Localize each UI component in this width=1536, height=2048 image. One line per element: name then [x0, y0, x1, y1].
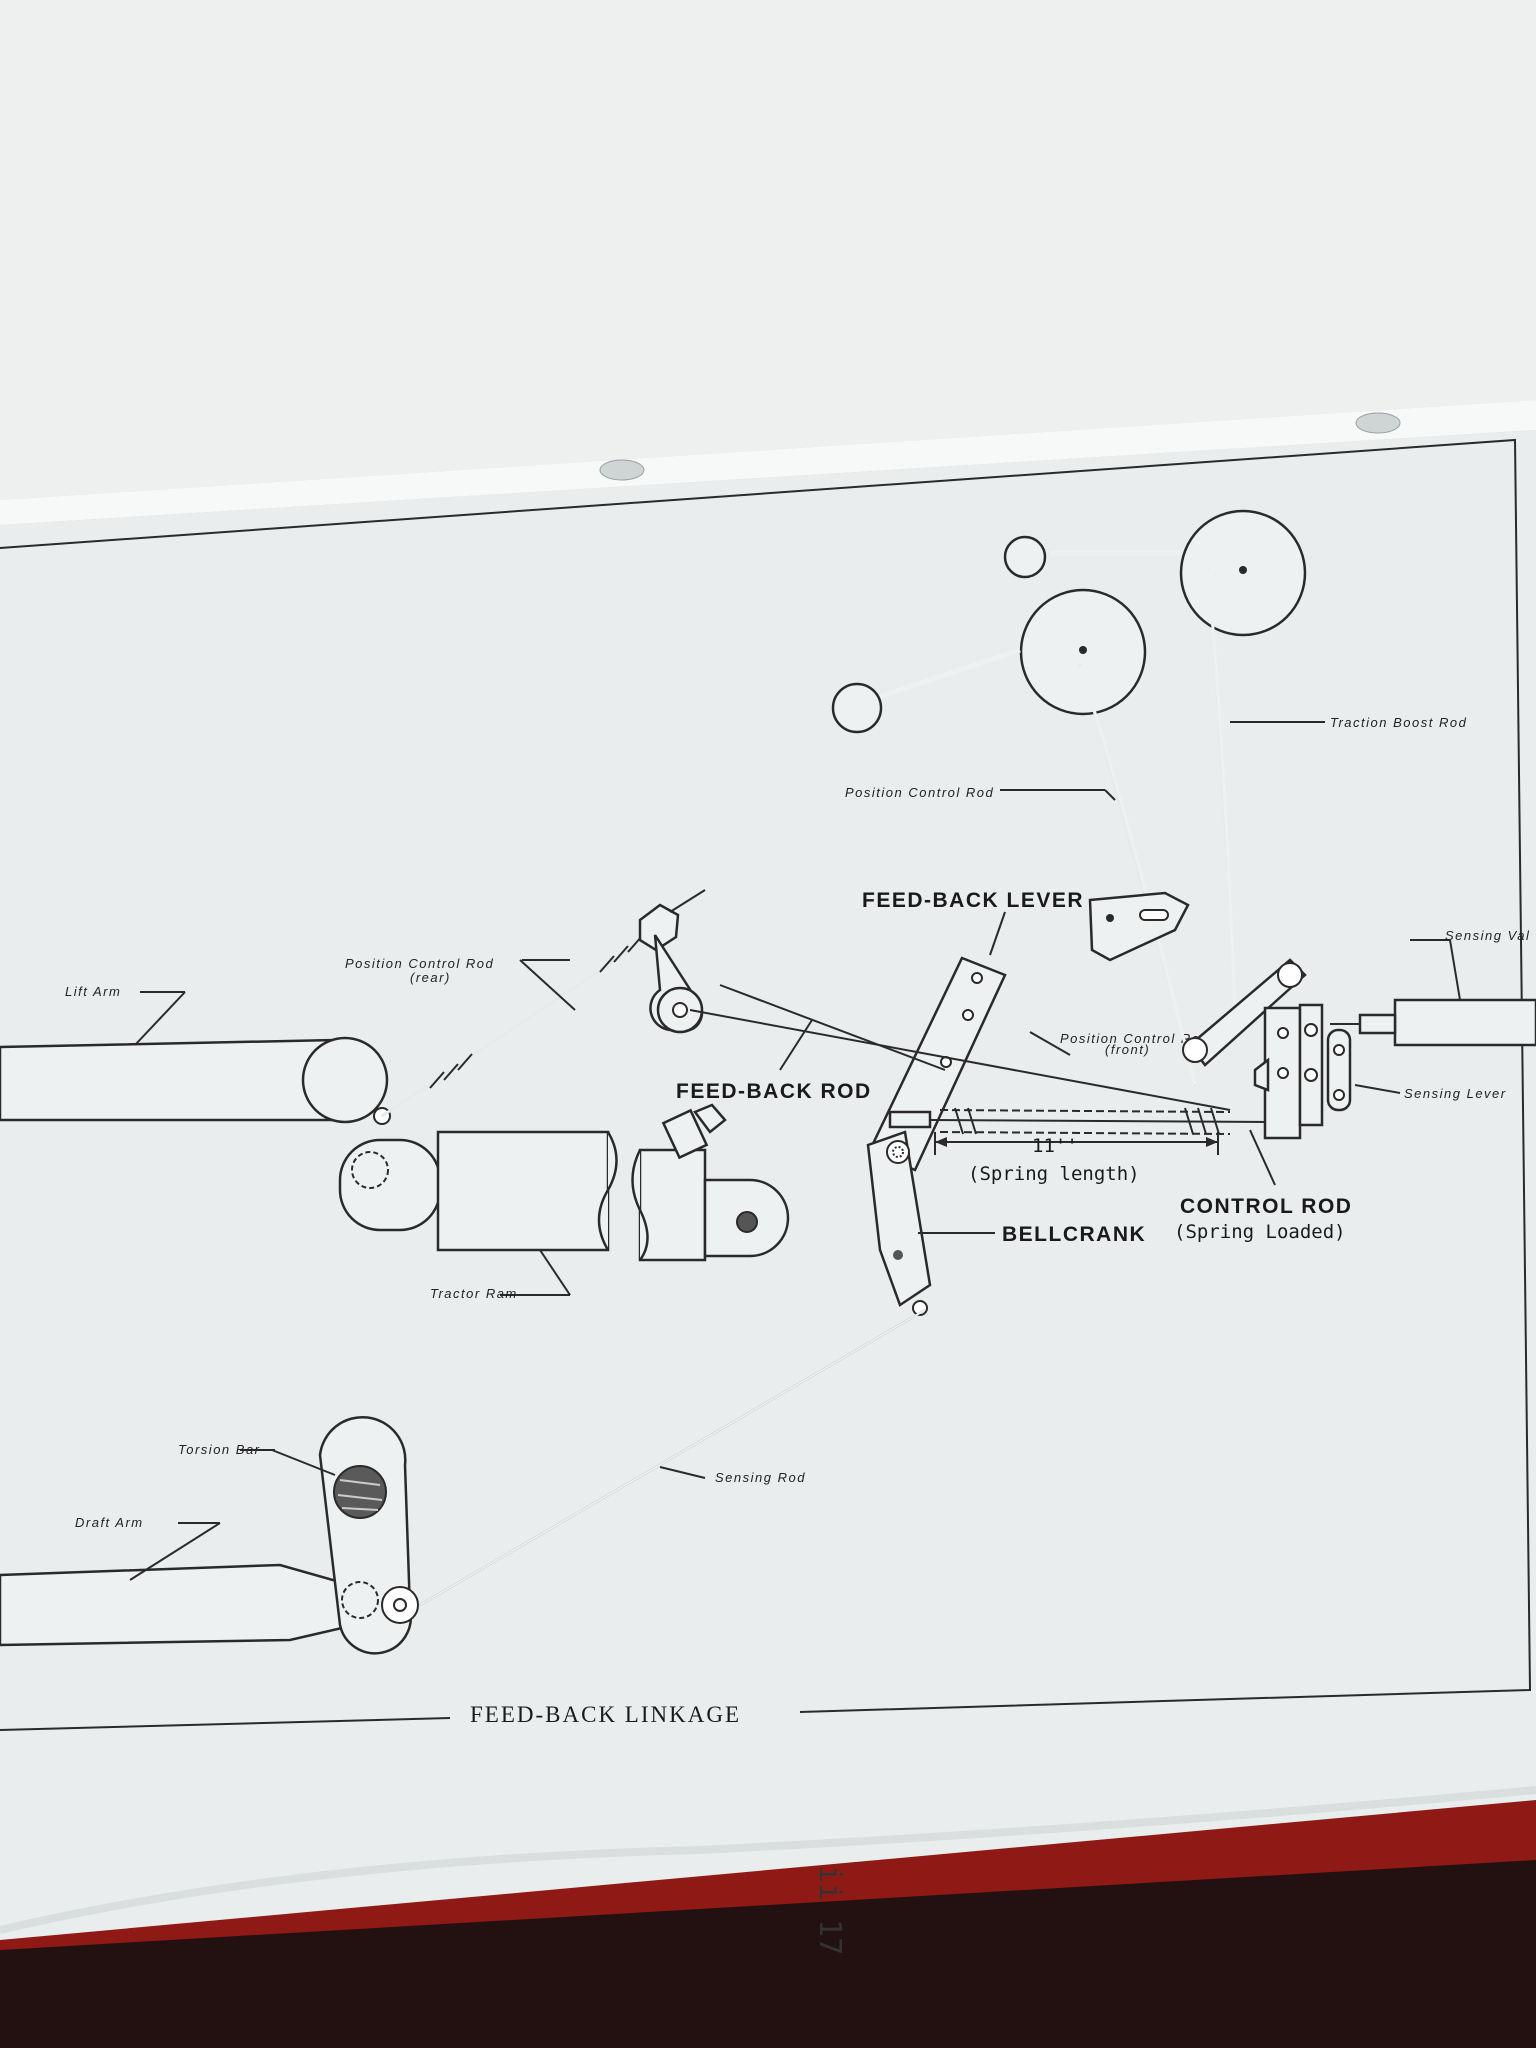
position-control-rod-front — [689, 1009, 1231, 1111]
draft-arm — [0, 1416, 419, 1655]
label-lift-arm: Lift Arm — [65, 984, 121, 999]
leader-sensing-valve — [1449, 939, 1461, 1001]
leader-pcr-top-2 — [1104, 789, 1116, 801]
label-sensing-rod: Sensing Rod — [715, 1470, 806, 1485]
mounting-plate — [1088, 891, 1190, 962]
position-control-lever — [831, 588, 1147, 734]
page-edge — [0, 400, 1536, 525]
binder-hole-2 — [1355, 412, 1401, 434]
leader-tractor-ram — [539, 1249, 571, 1296]
label-bellcrank: BELLCRANK — [1002, 1223, 1146, 1246]
label-draft-arm: Draft Arm — [75, 1515, 144, 1530]
page-curl — [0, 1786, 1536, 1934]
diagram-frame-bottom-left — [0, 1717, 451, 1731]
rear-pivot-block — [649, 934, 704, 1034]
control-rod — [888, 1107, 1281, 1135]
leader-sensing-lever — [1354, 1084, 1401, 1094]
label-spring-length: (Spring length) — [968, 1163, 1140, 1185]
label-sensing-valve: Sensing Val — [1445, 928, 1530, 943]
feed-back-rod — [719, 984, 946, 1071]
label-position-control-rod-rear-sub: (rear) — [410, 970, 451, 985]
tractor-ram — [338, 1103, 790, 1262]
label-position-control-rod-rear: Position Control Rod — [345, 956, 494, 971]
label-position-control-rod-top: Position Control Rod — [845, 785, 994, 800]
label-tractor-ram: Tractor Ram — [430, 1286, 518, 1301]
binder-hole-1 — [599, 459, 645, 481]
label-control-rod-sub: (Spring Loaded) — [1174, 1221, 1346, 1243]
position-control-rod-rear — [381, 889, 706, 1118]
leader-lift-arm-2 — [134, 991, 186, 1046]
dark-floor — [0, 1860, 1536, 2048]
leader-torsion-bar — [271, 1449, 336, 1476]
lift-arm — [0, 1036, 391, 1125]
label-control-rod: CONTROL ROD — [1180, 1195, 1352, 1218]
label-spring-length-value: 11'' — [1032, 1135, 1078, 1157]
sensing-linkage — [1182, 958, 1324, 1140]
sensing-lever — [1326, 1028, 1352, 1112]
label-torsion-bar: Torsion Bar — [178, 1442, 261, 1457]
sensing-valve — [1330, 998, 1536, 1047]
diagram-caption: FEED-BACK LINKAGE — [470, 1702, 741, 1727]
leader-sensing-rod — [659, 1466, 706, 1479]
label-sensing-lever: Sensing Lever — [1404, 1086, 1507, 1101]
leader-pcr-rear-2 — [519, 959, 576, 1011]
torsion-bar — [333, 1465, 387, 1519]
diagram-frame — [0, 438, 1532, 1713]
leader-feed-back-rod — [779, 1019, 813, 1071]
leader-control-rod — [1249, 1129, 1276, 1186]
upper-page — [0, 0, 1536, 500]
label-feed-back-lever: FEED-BACK LEVER — [862, 889, 1084, 912]
leader-pcr-front — [1029, 1031, 1071, 1056]
leader-feed-back-lever — [989, 911, 1006, 956]
label-position-control-rod-front-sub: (front) — [1105, 1042, 1150, 1057]
leader-draft-arm-2 — [129, 1522, 221, 1581]
label-feed-back-rod: FEED-BACK ROD — [676, 1080, 872, 1103]
label-traction-boost-rod: Traction Boost Rod — [1330, 715, 1467, 730]
handwritten-page-mark: ii 17 — [812, 1865, 847, 1955]
spring-length-dimension — [934, 1132, 1219, 1155]
bellcrank — [866, 1130, 932, 1316]
label-position-control-rod-front: Position Control Rod — [1060, 1031, 1209, 1046]
